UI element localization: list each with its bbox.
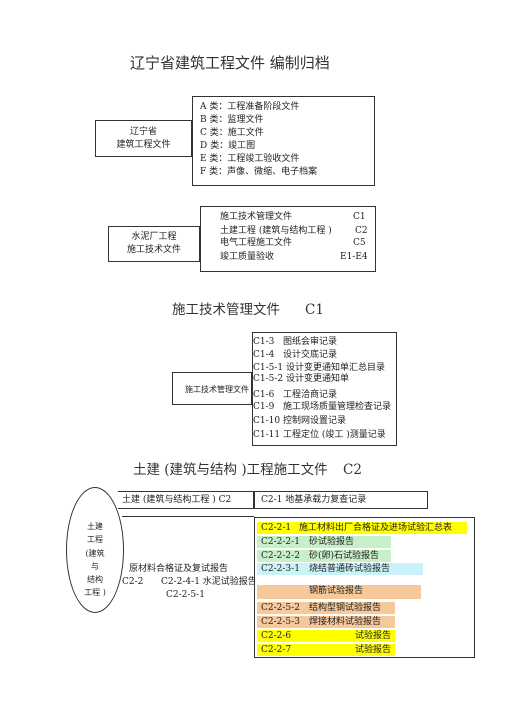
c2-item-code: C2-2-5-3 <box>261 617 300 627</box>
c1-item: C1-4 设计交底记录 <box>253 350 337 360</box>
row-highlight <box>257 522 467 534</box>
category-item: F 类：声像、微缩、电子档案 <box>200 167 318 177</box>
ellipse-label: 工程 <box>87 535 103 544</box>
c2-item-name: 砂试验报告 <box>309 537 355 547</box>
c2-material-list-box: C2-2-1 施工材料出厂合格证及进场试验汇总表 C2-2-2-1 砂试验报告 … <box>254 517 475 658</box>
c1-item: C1-5-1 设计变更通知单汇总目录 <box>253 363 386 373</box>
row-highlight <box>257 630 395 642</box>
c1-item: C1-3 图纸会审记录 <box>253 337 337 347</box>
doc-item-name: 电气工程施工文件 <box>220 238 293 248</box>
c1-item: C1-6 工程洽商记录 <box>253 390 337 400</box>
c1-section-code: C1 <box>305 302 324 318</box>
c2-item-code: C2-2-5-2 <box>261 603 300 613</box>
c1-item: C1-11 工程定位 (竣工 )测量记录 <box>253 430 386 440</box>
doc-item-name: 竣工质量验收 <box>220 252 275 262</box>
c2-item-code: C2-2-2-1 <box>261 537 300 547</box>
doc-item-code: E1-E4 <box>340 252 368 262</box>
cement-plant-label-2: 施工技术文件 <box>126 245 181 255</box>
c2-mid-sub2: C2-2-5-1 <box>166 590 205 600</box>
c1-item: C1-5-2 设计变更通知单 <box>253 374 350 384</box>
row-highlight <box>257 536 391 548</box>
c2-item-name: 焊接材料试验报告 <box>309 617 382 627</box>
category-root-label-2: 建筑工程文件 <box>116 140 171 150</box>
c2-mid-code: C2-2 <box>122 577 144 587</box>
row-highlight <box>257 550 391 562</box>
doc-item-name: 土建工程 (建筑与结构工程 ) <box>220 226 332 236</box>
c2-top-left-cell: 土建 (建筑与结构工程 ) C2 <box>118 491 254 509</box>
c2-item-name: 烧结普通砖试验报告 <box>309 564 391 574</box>
c2-top-right-cell: C2-1 地基承载力复查记录 <box>254 491 428 509</box>
row-highlight <box>257 644 395 656</box>
page-title: 辽宁省建筑工程文件 编制归档 <box>130 54 330 72</box>
c1-list-box: C1-3 图纸会审记录 C1-4 设计交底记录 C1-5-1 设计变更通知单汇总… <box>252 332 397 446</box>
c1-left-box: 施工技术管理文件 C1 <box>172 372 284 405</box>
category-root-label-1: 辽宁省 <box>129 127 157 137</box>
c2-item-name: 结构型钢试验报告 <box>309 603 382 613</box>
connector-line <box>122 516 254 517</box>
c2-top-left-label: 土建 (建筑与结构工程 ) C2 <box>122 495 232 505</box>
c2-item-name: 试验报告 <box>355 645 392 655</box>
c2-item-code: C2-2-1 <box>261 523 292 533</box>
c1-item: C1-9 施工现场质量管理检查记录 <box>253 402 391 412</box>
c1-item: C1-10 控制网设置记录 <box>253 416 346 426</box>
c2-top-right-label: C2-1 地基承载力复查记录 <box>261 495 367 505</box>
construction-docs-box: 施工技术管理文件 C1 土建工程 (建筑与结构工程 ) C2 电气工程施工文件 … <box>200 206 376 272</box>
c2-item-code: C2-2-2-2 <box>261 551 300 561</box>
row-highlight <box>257 563 423 575</box>
category-item: D 类：竣工图 <box>200 141 256 151</box>
doc-item-code: C5 <box>353 238 366 248</box>
doc-item-name: 施工技术管理文件 <box>220 212 293 222</box>
category-item: C 类：施工文件 <box>200 128 264 138</box>
category-item: E 类：工程竣工验收文件 <box>200 154 300 164</box>
c1-section-title: 施工技术管理文件 <box>172 302 280 318</box>
c2-item-name: 砂(卵)石试验报告 <box>309 551 380 561</box>
c2-item-name: 试验报告 <box>355 631 392 641</box>
c2-mid-sub: C2-2-4-1 水泥试验报告 <box>161 577 257 587</box>
cement-plant-label-1: 水泥厂工程 <box>131 232 177 242</box>
cement-plant-box: 水泥厂工程 施工技术文件 <box>108 226 200 262</box>
category-item: A 类：工程准备阶段文件 <box>200 102 300 112</box>
category-root-box: 辽宁省 建筑工程文件 <box>95 120 192 157</box>
c2-section-code: C2 <box>343 462 362 478</box>
c2-item-name: 施工材料出厂合格证及进场试验汇总表 <box>299 523 453 533</box>
c1-left-label: 施工技术管理文件 <box>185 385 249 394</box>
c2-item-code: C2-2-6 <box>261 631 292 641</box>
row-highlight <box>257 602 395 614</box>
category-list-box: A 类：工程准备阶段文件 B 类：监理文件 C 类：施工文件 D 类：竣工图 E… <box>192 96 375 186</box>
c2-item-name: 钢筋试验报告 <box>309 586 364 596</box>
ellipse-label: 工程 ) <box>84 588 106 597</box>
row-highlight <box>257 585 421 599</box>
c2-ellipse: 土建 工程 (建筑 与 结构 工程 ) <box>66 487 124 613</box>
ellipse-label: 结构 <box>87 575 103 584</box>
doc-item-code: C1 <box>353 212 366 222</box>
row-highlight <box>257 616 395 628</box>
ellipse-label: 土建 <box>87 522 103 531</box>
doc-item-code: C2 <box>355 226 368 236</box>
c2-section-title: 土建 (建筑与结构 )工程施工文件 <box>133 462 328 478</box>
category-item: B 类：监理文件 <box>200 115 264 125</box>
ellipse-label: (建筑 <box>85 549 105 558</box>
c2-item-code: C2-2-7 <box>261 645 292 655</box>
c2-item-code: C2-2-3-1 <box>261 564 300 574</box>
c2-mid-label: 原材料合格证及复试报告 <box>129 564 229 574</box>
ellipse-label: 与 <box>91 562 99 571</box>
